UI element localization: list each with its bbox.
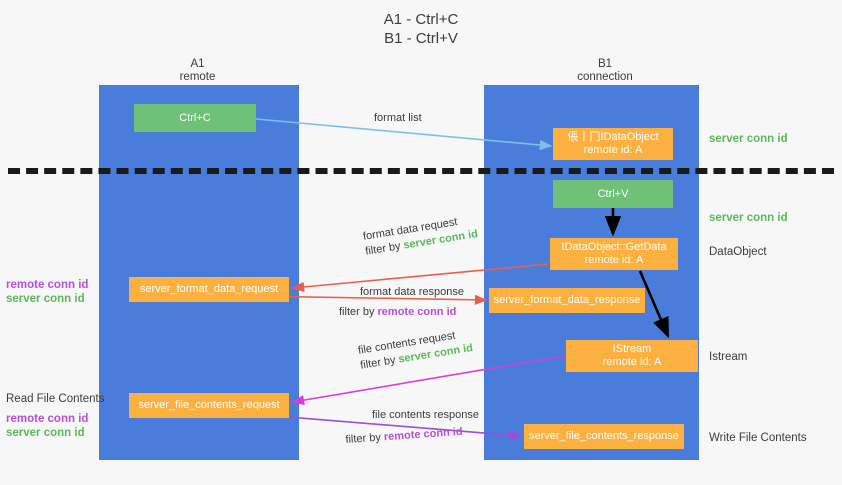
- box-istream[interactable]: IStream remote id: A: [566, 340, 698, 372]
- box-idataobject-line2: remote id: A: [583, 144, 643, 156]
- box-istream-line2: remote id: A: [602, 356, 662, 368]
- note-server-conn-id-2: server conn id: [6, 427, 85, 439]
- edge-label-file-contents-request: file contents request filter by server c…: [357, 326, 474, 373]
- note-server-conn-id-1: server conn id: [6, 293, 85, 305]
- column-header-a1: A1 remote: [179, 58, 216, 83]
- note-remote-conn-id-2: remote conn id: [6, 413, 89, 425]
- box-getdata-line1: IDataObject::GetData: [561, 241, 667, 253]
- box-server-file-contents-request[interactable]: server_file_contents_request: [129, 393, 289, 418]
- note-server-conn-id-top: server conn id: [709, 133, 788, 145]
- box-getdata-line2: remote id: A: [584, 254, 644, 266]
- edge-label-format-data-response: format data response: [360, 286, 464, 298]
- box-ctrl-c-label: Ctrl+C: [179, 111, 211, 124]
- box-idataobject[interactable]: 倀⼁⼌IDataObject remote id: A: [553, 128, 673, 160]
- edge-label-format-list: format list: [374, 112, 422, 124]
- dashed-separator: [8, 168, 834, 174]
- note-conn-ids-middle: remote conn id server conn id: [6, 278, 88, 306]
- column-header-b1: B1 connection: [577, 58, 633, 83]
- box-server-format-data-response-label: server_format_data_response: [493, 294, 641, 306]
- edge-label-file-contents-response-filter: filter by remote conn id: [345, 425, 463, 446]
- edge-label-file-contents-response: file contents response: [372, 409, 480, 421]
- page-title: A1 - Ctrl+C B1 - Ctrl+V: [383, 11, 459, 47]
- note-conn-ids-bottom: remote conn id server conn id: [6, 412, 88, 440]
- box-ctrl-v[interactable]: Ctrl+V: [553, 180, 673, 208]
- box-ctrl-c[interactable]: Ctrl+C: [134, 104, 256, 132]
- note-read-file-contents: Read File Contents: [6, 393, 105, 405]
- box-ctrl-v-label: Ctrl+V: [597, 187, 629, 200]
- box-idataobject-getdata[interactable]: IDataObject::GetData remote id: A: [550, 238, 678, 270]
- box-server-file-contents-response[interactable]: server_file_contents_response: [524, 424, 684, 449]
- note-dataobject: DataObject: [709, 246, 767, 258]
- note-write-file-contents: Write File Contents: [709, 432, 807, 444]
- edge-label-format-data-response-filter: filter by remote conn id: [339, 306, 457, 318]
- box-istream-line1: IStream: [612, 343, 652, 355]
- box-server-file-contents-request-label: server_file_contents_request: [138, 399, 280, 411]
- box-server-format-data-request[interactable]: server_format_data_request: [129, 277, 289, 302]
- box-server-format-data-request-label: server_format_data_request: [139, 283, 279, 295]
- note-server-conn-id-mid: server conn id: [709, 212, 788, 224]
- box-server-format-data-response[interactable]: server_format_data_response: [489, 288, 645, 313]
- note-remote-conn-id-1: remote conn id: [6, 279, 89, 291]
- box-idataobject-line1: 倀⼁⼌IDataObject: [567, 131, 659, 143]
- note-istream: Istream: [709, 351, 748, 363]
- edge-label-format-data-request: format data request filter by server con…: [362, 212, 479, 259]
- box-server-file-contents-response-label: server_file_contents_response: [529, 430, 679, 442]
